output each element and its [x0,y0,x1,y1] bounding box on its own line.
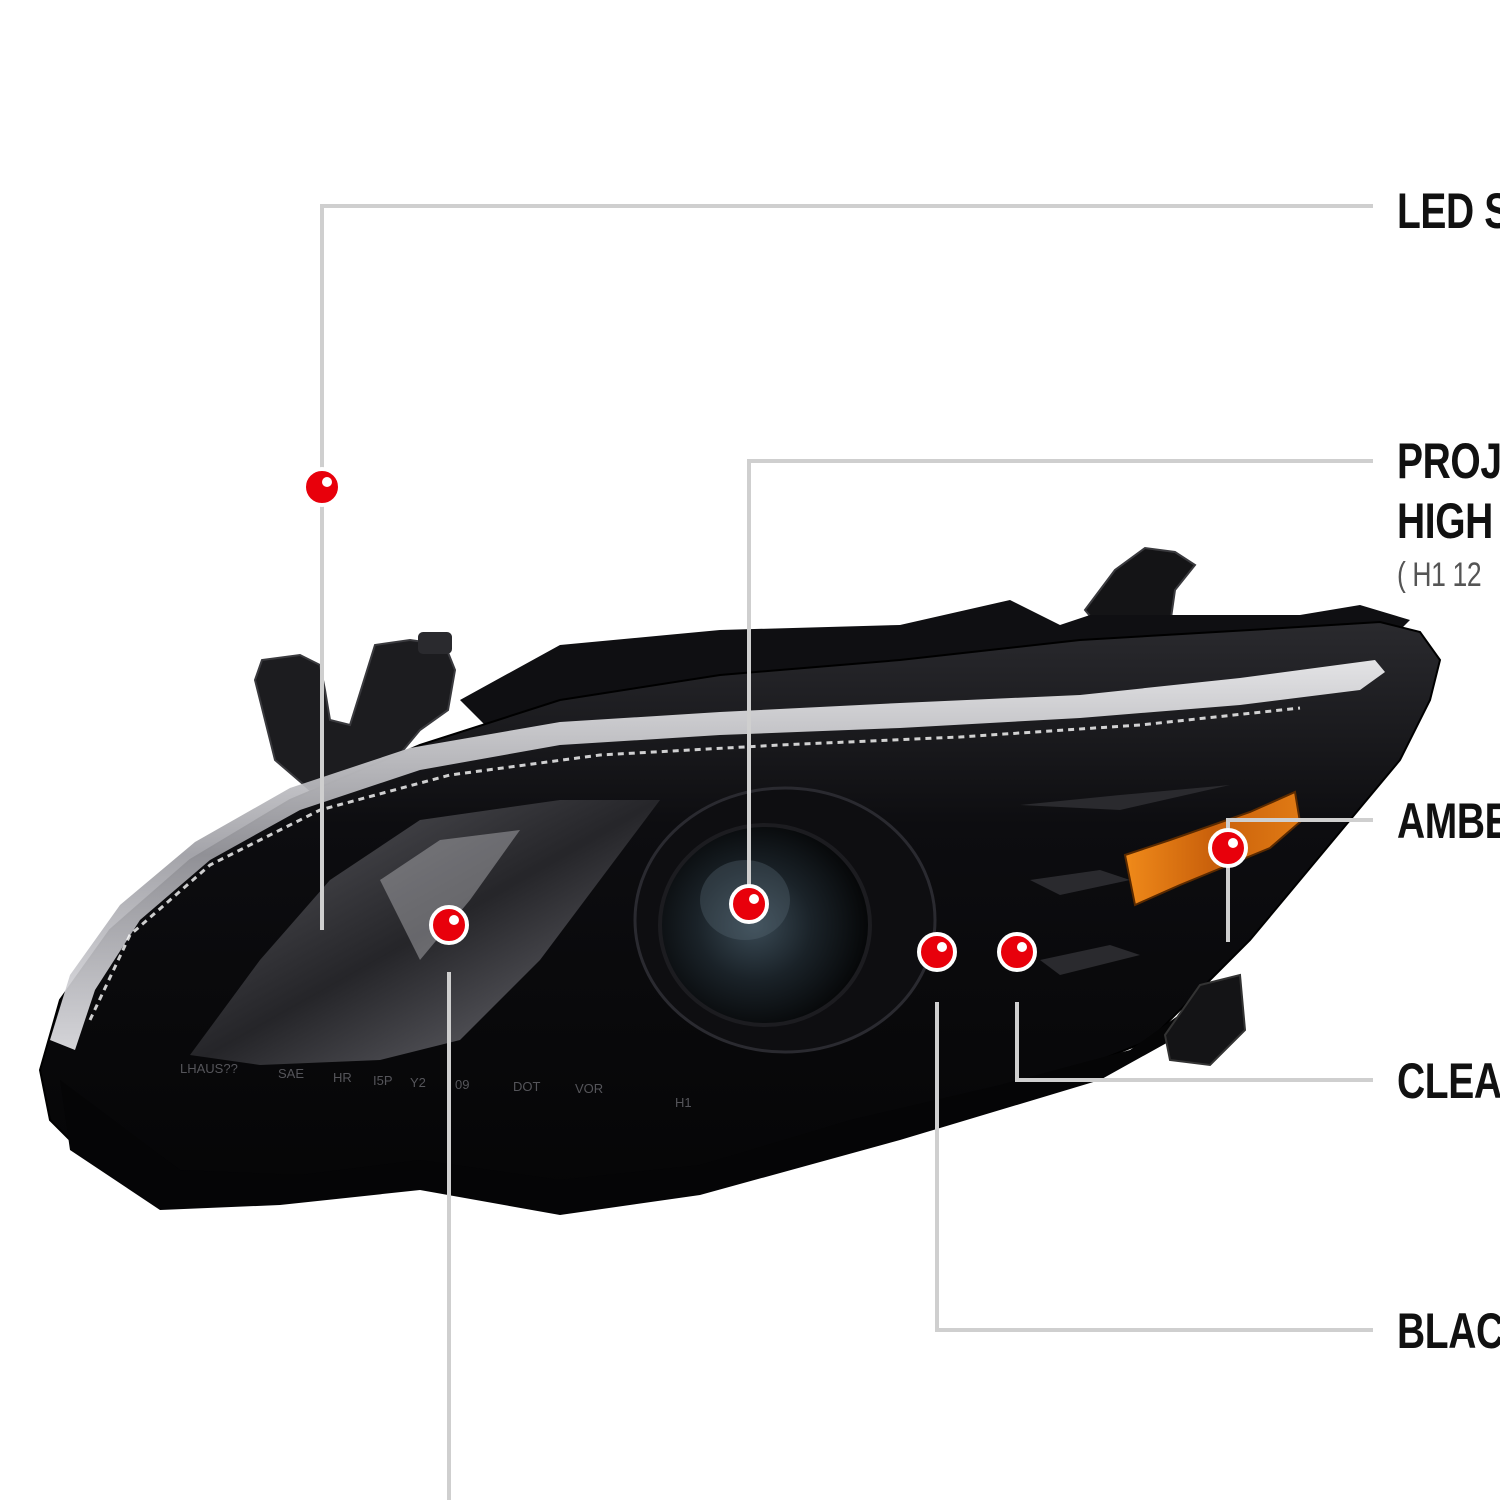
red-dot-marker-icon [1208,828,1248,868]
markers [302,467,1248,972]
housing-lower-lip [60,1000,1200,1215]
lens-marking: HR [333,1070,352,1085]
lens-marking: H1 [675,1095,692,1110]
callout-black: BLAC [1397,1303,1500,1359]
leader-line-led-strip [320,204,1373,930]
led-strip-texture [88,706,1301,1021]
leader-lines [320,204,1373,1500]
clear-chamber-glare [380,830,520,960]
red-dot-marker-icon [729,884,769,924]
lens-marking: Y2 [410,1075,426,1090]
clear-chamber [190,800,660,1065]
lens-marking: 09 [455,1077,469,1092]
leader-line-projector [747,459,1373,920]
housing-fin-2 [1030,870,1130,895]
leader-line-black [935,1002,1373,1332]
lens-marking: DOT [513,1079,541,1094]
lens-marking: SAE [278,1066,304,1081]
callout-projector-line1: PROJ [1397,433,1500,489]
callout-amber: AMBE [1397,793,1500,849]
housing-fin-3 [1040,945,1140,975]
callout-projector-spec: ( H1 12 [1397,556,1482,594]
led-strip [50,660,1385,1050]
lens-marking: VOR [575,1081,603,1096]
callout-projector-line2: HIGH [1397,493,1493,549]
callout-led-strip: LED S [1397,183,1500,239]
red-dot-marker-icon [917,932,957,972]
lens-markings: LHAUS?? SAE HR I5P Y2 09 DOT VOR H1 [180,1061,692,1110]
red-dot-marker-icon [429,905,469,945]
callout-clear: CLEA [1397,1053,1500,1109]
lens-marking: I5P [373,1073,393,1088]
leader-line-clear [1015,1002,1373,1082]
lens-marking: LHAUS?? [180,1061,238,1076]
projector-lens [658,823,872,1027]
leader-line-amber [1226,818,1373,942]
red-dot-marker-icon [302,467,342,507]
red-dot-marker-icon [997,932,1037,972]
bracket-post [418,632,452,654]
lower-clip [1163,973,1247,1067]
housing-fin-1 [1020,785,1230,810]
